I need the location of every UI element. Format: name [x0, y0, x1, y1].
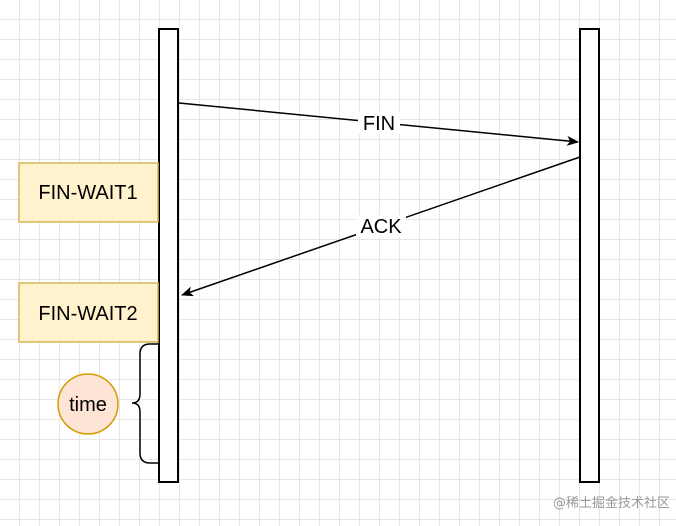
ack-label-bg [356, 215, 406, 237]
time-label: time [69, 394, 107, 416]
fin-label: FIN [363, 113, 395, 135]
state-fin-wait1-label: FIN-WAIT1 [38, 182, 137, 204]
time-brace [131, 343, 159, 464]
state-fin-wait2-label: FIN-WAIT2 [38, 303, 137, 325]
client-lifeline [158, 28, 179, 483]
time-circle [57, 373, 119, 435]
server-lifeline [579, 28, 600, 483]
state-fin-wait2-box [18, 282, 159, 343]
state-fin-wait1-box [18, 162, 159, 223]
fin-label-bg [358, 112, 400, 134]
ack-label: ACK [360, 216, 402, 238]
watermark: @稀土掘金技术社区 [553, 495, 670, 511]
